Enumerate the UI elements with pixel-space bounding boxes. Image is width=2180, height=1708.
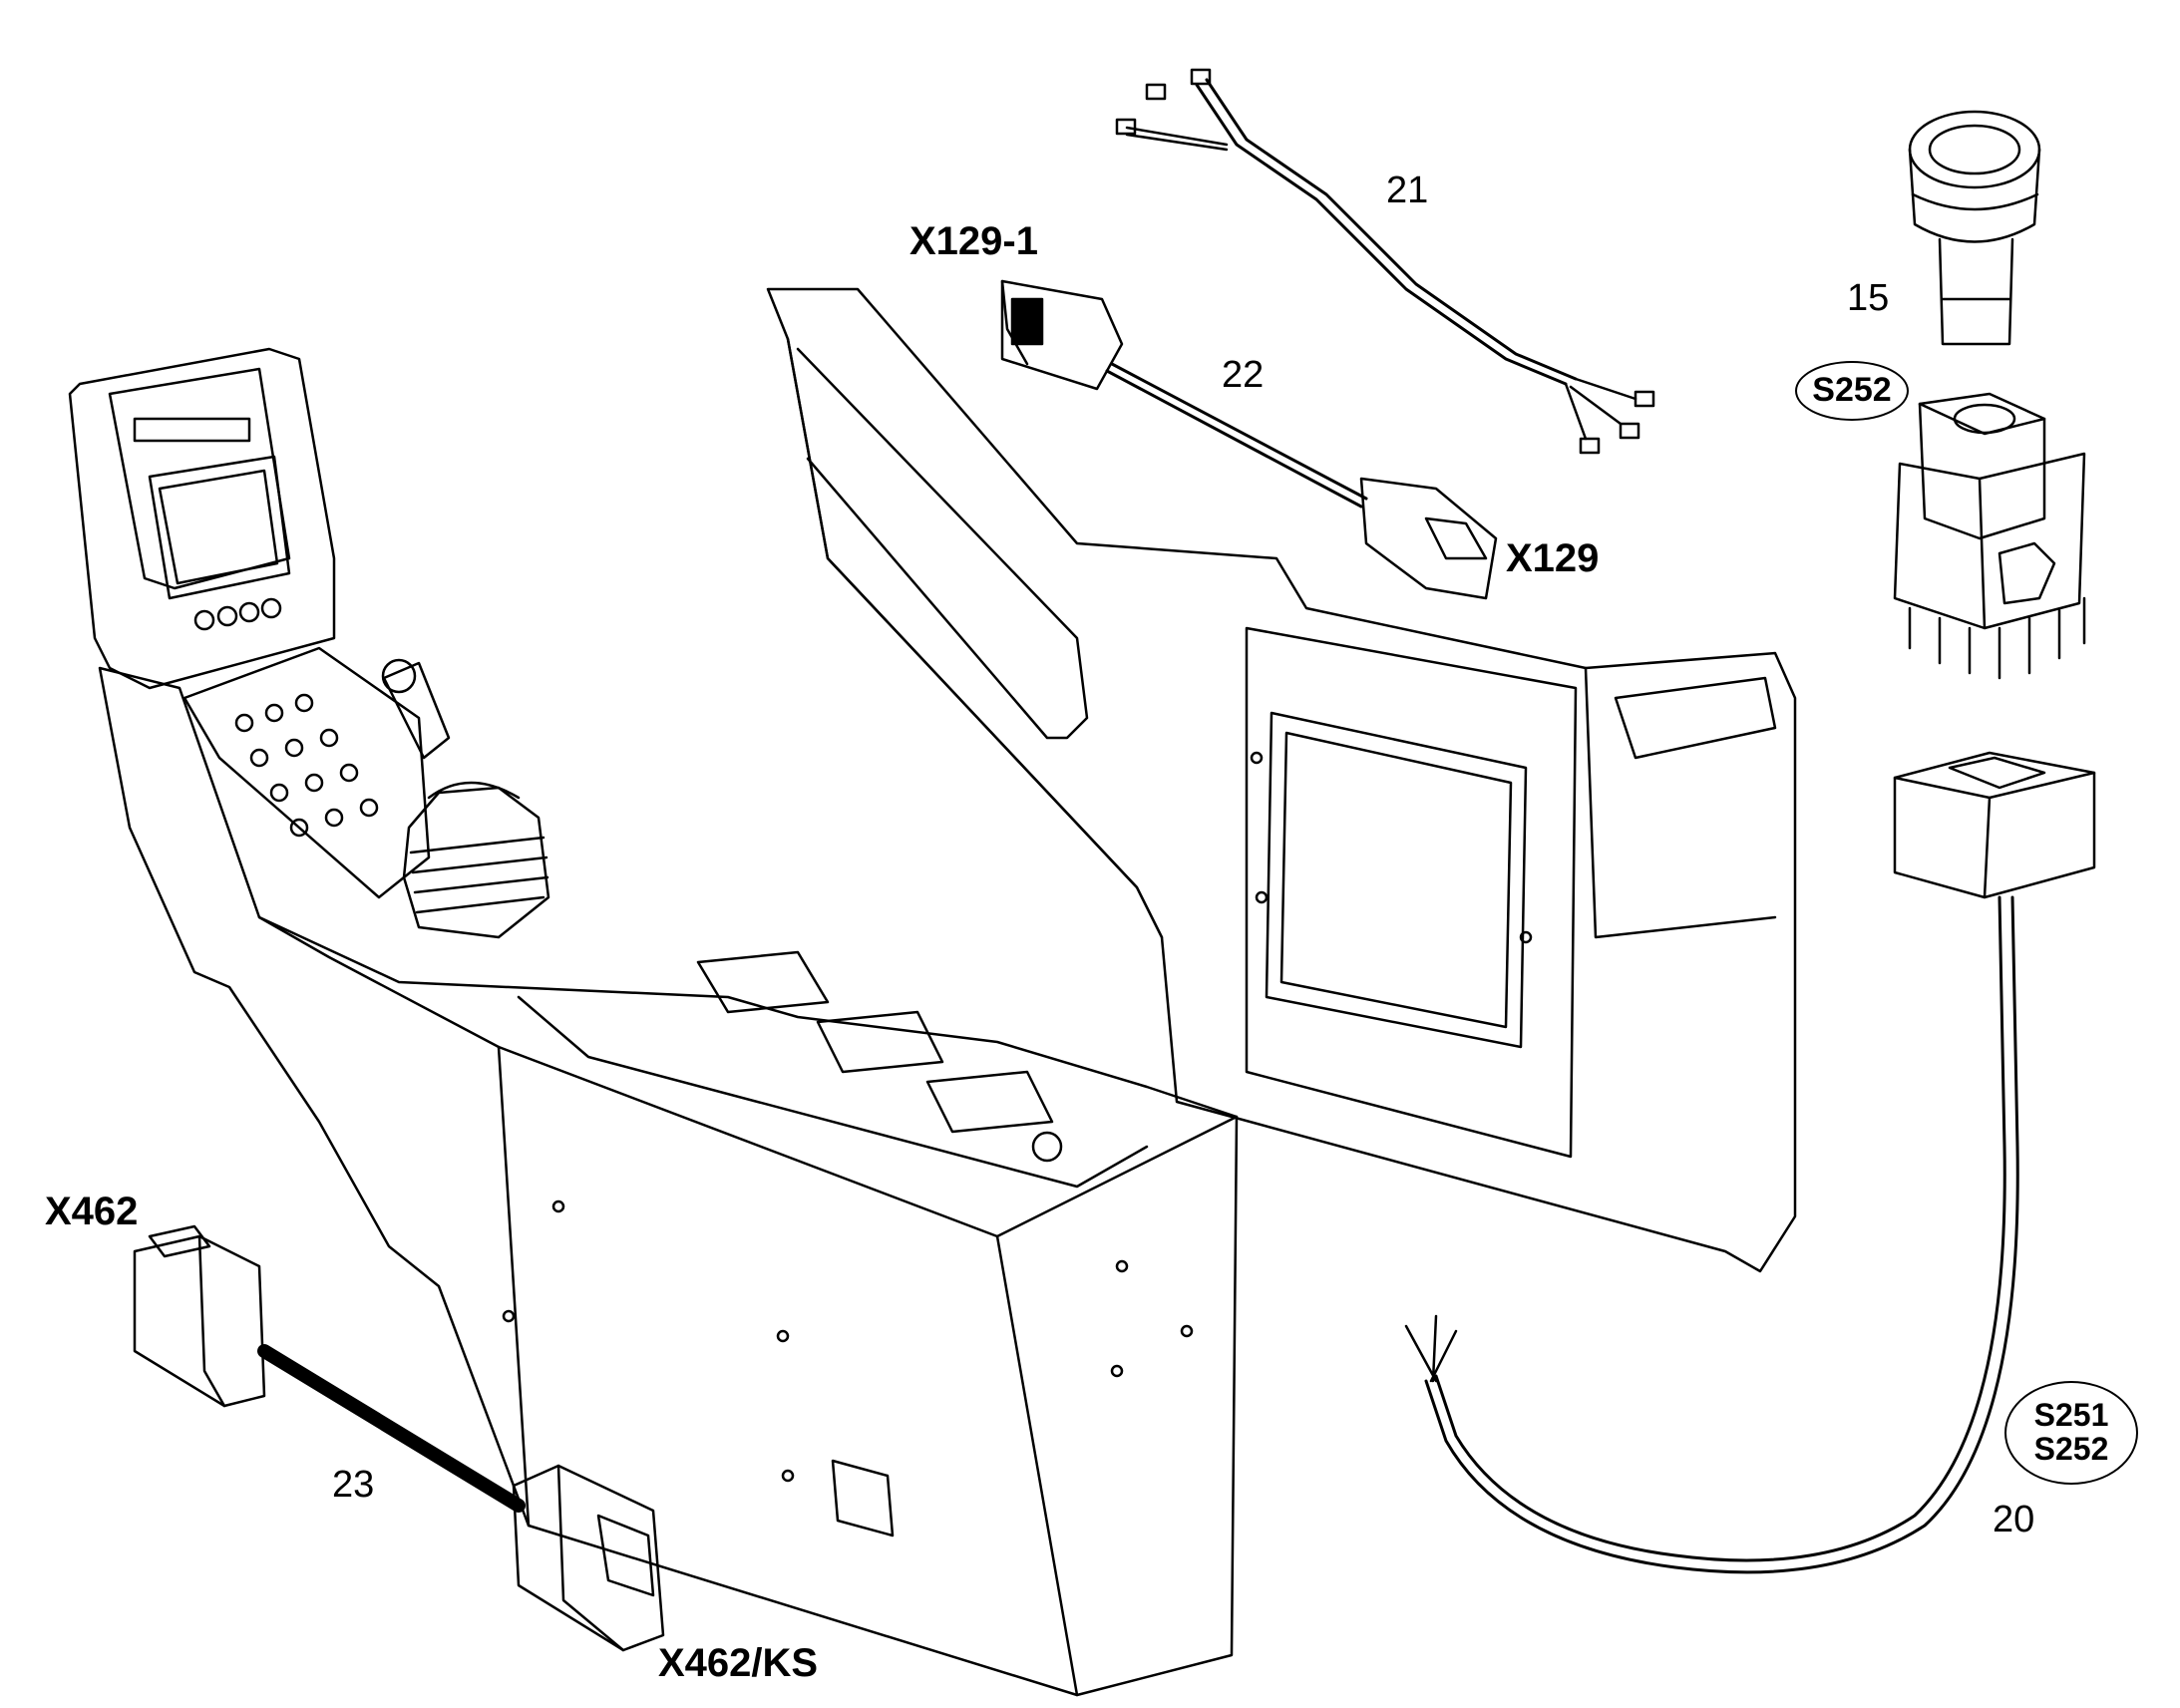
cover-outline [766, 287, 1797, 1273]
cable-22 [1000, 279, 1498, 600]
side-panel-cover [766, 287, 1797, 1273]
control-console-assembly [68, 347, 1239, 1697]
socket-cavity [1948, 756, 2046, 790]
item-number-20: 20 [1993, 1499, 2035, 1540]
wire-terminal-e [1619, 422, 1640, 440]
switch-block-plunger [1953, 403, 2016, 435]
wire-terminal-b [1145, 83, 1167, 101]
cover-channel [796, 347, 1089, 740]
console-body [98, 666, 1239, 1697]
connector-label-x129: X129 [1506, 536, 1600, 580]
key-switch-15 [1908, 110, 2041, 346]
console-top-edge [257, 915, 1239, 1238]
small-joystick-head [381, 658, 417, 694]
led-strip [133, 417, 251, 443]
console-corner-edge [995, 1234, 1079, 1697]
panel-switches [234, 693, 379, 838]
connector-label-x129-1: X129-1 [909, 219, 1038, 263]
wire-terminal-a [1190, 68, 1212, 86]
connector-x129 [1359, 477, 1498, 600]
cupholder-hole [1031, 1131, 1063, 1163]
cable-20-wire-ends [1404, 1314, 1458, 1383]
tray-slot-2 [816, 1010, 944, 1074]
cover-latch [1614, 676, 1777, 760]
cover-panel [1245, 626, 1578, 1159]
display-button-1 [193, 609, 215, 631]
connector-x129-1 [1000, 279, 1124, 391]
console-tray-rim [517, 995, 1149, 1189]
key-switch-body [1908, 148, 2041, 243]
cable-23 [133, 1224, 665, 1652]
cover-window [1265, 711, 1528, 1049]
wire-harness-21 [1115, 68, 1655, 455]
switch-block [1893, 392, 2086, 680]
switch-tag-s252-bottom-text: S252 [2033, 1431, 2109, 1467]
cover-end-block [1584, 666, 1777, 939]
item-number-23: 23 [332, 1464, 375, 1506]
connector-x129-1-face [1000, 279, 1029, 366]
cover-front-rib [786, 337, 1164, 939]
connector-label-x462: X462 [45, 1190, 139, 1233]
wire-terminal-d [1634, 390, 1655, 408]
socket-cable-20 [1404, 751, 2096, 1574]
display-button-2 [216, 605, 238, 627]
display-pod-housing [68, 347, 336, 690]
socket-block [1893, 751, 2096, 899]
wire-terminal-f [1579, 437, 1601, 455]
display-screen-inner [158, 469, 279, 585]
connector-label-x462-ks: X462/KS [658, 1641, 819, 1685]
display-screen [148, 455, 291, 600]
switch-tag-s252-text: S252 [1812, 371, 1892, 410]
item-number-21: 21 [1386, 170, 1429, 211]
switch-tag-s251-text: S251 [2033, 1397, 2109, 1434]
switch-tag-s251-s252: S251 S252 [2004, 1381, 2138, 1485]
switch-panel [182, 646, 431, 899]
display-button-4 [260, 597, 282, 619]
cover-window-inner [1279, 731, 1513, 1029]
item-number-22: 22 [1222, 354, 1265, 396]
display-button-3 [238, 601, 260, 623]
switch-block-cross [1998, 541, 2056, 605]
switch-block-pins [1908, 596, 2086, 680]
connector-x129-face [1424, 516, 1488, 560]
main-joystick-boot [402, 786, 550, 939]
console-side-edge [497, 1045, 531, 1528]
joystick-grip [427, 781, 521, 800]
tray-slot-1 [696, 950, 830, 1014]
boot-ribs [409, 836, 549, 914]
switch-tag-s252: S252 [1795, 361, 1909, 421]
console-cutout [831, 1459, 895, 1537]
item-number-15: 15 [1847, 277, 1890, 319]
tray-slot-3 [925, 1070, 1054, 1134]
display-pod-inner [108, 367, 291, 590]
key-switch-stem [1938, 237, 2014, 346]
switch-block-top [1918, 392, 2046, 436]
small-joystick [382, 661, 451, 760]
connector-x129-1-latch [1010, 297, 1044, 346]
wire-terminal-c [1115, 118, 1137, 136]
